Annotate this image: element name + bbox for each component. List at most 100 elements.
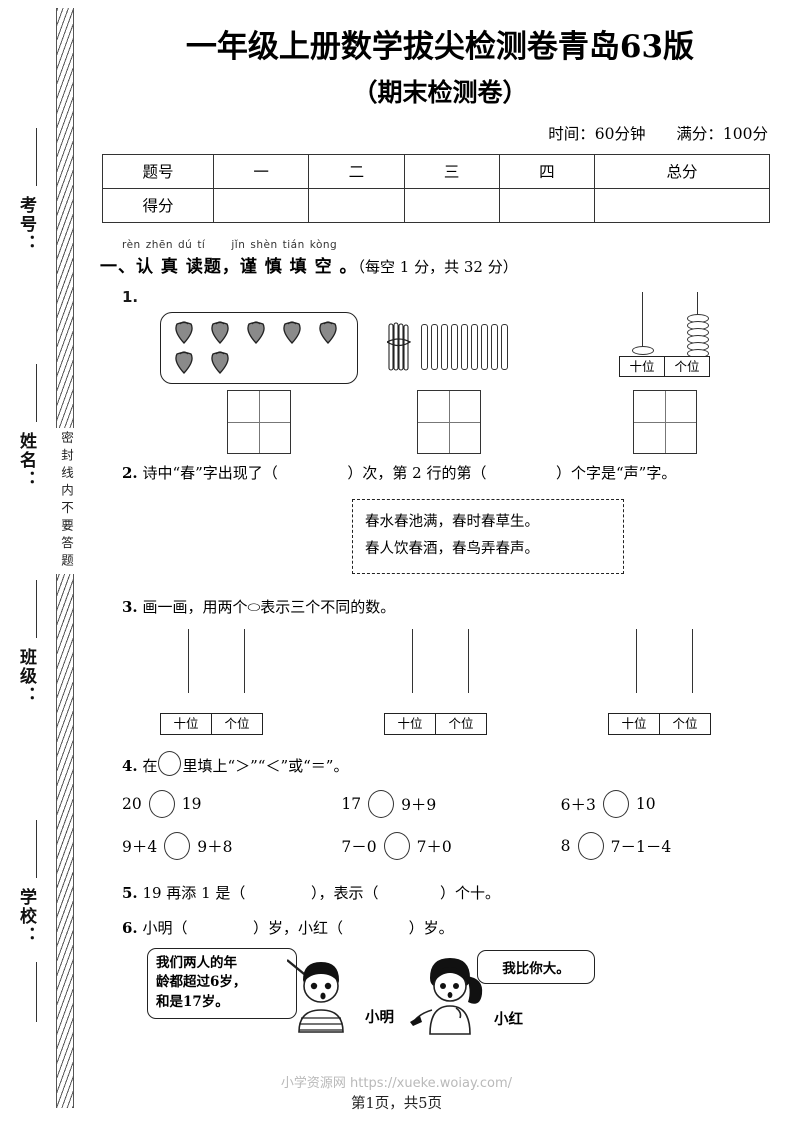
place-label-tens: 十位 bbox=[621, 715, 647, 731]
compare-item: 9＋4 9＋8 bbox=[122, 831, 341, 860]
pinyin-0: rèn bbox=[122, 238, 141, 251]
field-label-school: 学校： bbox=[16, 888, 36, 945]
watermark-text: 小学资源网 https://xueke.woiay.com/ bbox=[280, 1076, 513, 1091]
question-6-illustration: 我们两人的年 龄都超过6岁， 和是17岁。 小明 bbox=[122, 946, 780, 1046]
compare-circle-sample[interactable] bbox=[158, 750, 182, 776]
field-label-name: 姓名： bbox=[16, 432, 36, 489]
table-row-header: 题号 一 二 三 四 总分 bbox=[102, 153, 770, 189]
question-3-figures: 十位 个位 十位 个位 十位 个位 bbox=[122, 628, 780, 739]
poem-line-1: 春水春池满，春时春草生。 bbox=[365, 513, 539, 530]
compare-left: 6＋3 bbox=[560, 795, 596, 814]
compare-item: 6＋3 10 bbox=[560, 789, 780, 818]
label-girl-name: 小红 bbox=[494, 1010, 523, 1028]
score-table: 题号 一 二 三 四 总分 得分 bbox=[102, 153, 770, 223]
col-header-2: 二 bbox=[308, 153, 405, 189]
compare-right: 9＋8 bbox=[197, 837, 233, 856]
compare-circle[interactable] bbox=[577, 831, 604, 860]
row-label-score: 得分 bbox=[102, 187, 214, 223]
pinyin-7: tián bbox=[282, 238, 305, 251]
question-2-text-a: 诗中“春”字出现了（ bbox=[142, 463, 278, 482]
exam-content: 一年级上册数学拔尖检测卷青岛63版 （期末检测卷） 时间：60分钟 满分：100… bbox=[100, 0, 780, 1046]
strawberry-icon bbox=[171, 351, 197, 375]
strawberry-icon bbox=[243, 321, 269, 345]
compare-row: 20 19 17 9＋9 6＋3 10 bbox=[122, 789, 780, 818]
question-2-number: 2. bbox=[122, 463, 138, 482]
score-cell-2[interactable] bbox=[308, 187, 405, 223]
field-label-exam-number: 考号： bbox=[16, 196, 36, 253]
strawberry-icon bbox=[315, 321, 341, 345]
stick-icon bbox=[461, 323, 468, 370]
score-cell-total[interactable] bbox=[594, 187, 770, 223]
answer-grid-sticks[interactable] bbox=[417, 389, 481, 454]
bubble-boy-line-1: 我们两人的年 bbox=[156, 954, 237, 971]
abacus-rod-tens bbox=[188, 628, 189, 693]
compare-circle[interactable] bbox=[383, 831, 410, 860]
strawberry-icon bbox=[279, 321, 305, 345]
question-4-text-a: 在 bbox=[142, 756, 158, 775]
page-footer: 第1页，共5页 bbox=[351, 1096, 442, 1112]
place-value-bar: 十位 个位 bbox=[384, 712, 487, 735]
score-cell-1[interactable] bbox=[212, 187, 310, 223]
abacus-rod-tens bbox=[642, 291, 643, 354]
abacus-frame-2[interactable]: 十位 个位 bbox=[384, 628, 496, 735]
pinyin-8: kòng bbox=[309, 238, 338, 251]
seal-sidebar: 密封线内不要答题 考号： 姓名： 班级： 学校： bbox=[0, 0, 92, 1122]
question-6: 6. 小明（ ）岁，小红（ ）岁。 bbox=[122, 917, 780, 938]
stick-icon bbox=[421, 323, 428, 370]
stick-icon bbox=[481, 323, 488, 370]
strawberry-icon bbox=[171, 321, 197, 345]
answer-grid-abacus[interactable] bbox=[633, 389, 697, 454]
question-2-text-b: ）次，第 2 行的第（ bbox=[347, 463, 487, 482]
question-1-figures: 十位 个位 bbox=[122, 291, 780, 454]
seal-line-text: 密封线内不要答题 bbox=[50, 428, 76, 574]
question-5-text-b: ），表示（ bbox=[310, 883, 379, 902]
field-rule-3 bbox=[36, 580, 37, 638]
compare-right: 10 bbox=[635, 794, 656, 813]
question-2: 2. 诗中“春”字出现了（ ）次，第 2 行的第（ ）个字是“声”字。 bbox=[122, 462, 780, 483]
score-cell-4[interactable] bbox=[498, 187, 596, 223]
abacus-frame-3[interactable]: 十位 个位 bbox=[608, 628, 720, 735]
stick-bundle-icon bbox=[385, 322, 412, 371]
compare-row: 9＋4 9＋8 7－0 7＋0 8 7－1－4 bbox=[122, 831, 780, 860]
bubble-boy-line-2: 龄都超过6岁， bbox=[156, 974, 247, 991]
question-4-rows: 20 19 17 9＋9 6＋3 10 9＋4 bbox=[122, 789, 780, 860]
pinyin-6: shèn bbox=[250, 238, 278, 251]
bubble-boy-line-3: 和是17岁。 bbox=[156, 993, 229, 1010]
stick-icon bbox=[501, 323, 508, 370]
compare-circle[interactable] bbox=[164, 831, 191, 860]
compare-circle[interactable] bbox=[602, 789, 629, 818]
score-cell-3[interactable] bbox=[403, 187, 500, 223]
question-3-number: 3. bbox=[122, 597, 138, 616]
question-2-text-c: ）个字是“声”字。 bbox=[556, 463, 677, 482]
compare-circle[interactable] bbox=[368, 789, 395, 818]
stick-icon bbox=[451, 323, 458, 370]
abacus-frame-1[interactable]: 十位 个位 bbox=[160, 628, 272, 735]
question-4-number: 4. bbox=[122, 756, 138, 775]
compare-right: 7＋0 bbox=[416, 837, 452, 856]
strawberry-box bbox=[160, 311, 358, 384]
answer-grid-strawberries[interactable] bbox=[227, 389, 291, 454]
question-4-text-b: 里填上“＞”“＜”或“＝”。 bbox=[182, 756, 349, 775]
question-5-text-a: 19 再添 1 是（ bbox=[142, 883, 246, 902]
compare-left: 9＋4 bbox=[122, 837, 158, 856]
poem-box: 春水春池满，春时春草生。 春人饮春酒，春鸟弄春声。 bbox=[352, 498, 624, 574]
abacus-rod-tens bbox=[412, 628, 413, 693]
question-4: 4. 在 里填上“＞”“＜”或“＝”。 bbox=[122, 750, 780, 776]
pinyin-5: jǐn bbox=[231, 238, 246, 251]
compare-right: 7－1－4 bbox=[610, 837, 672, 856]
abacus-bead bbox=[632, 345, 654, 355]
question-6-number: 6. bbox=[122, 918, 138, 937]
abacus-rod-ones bbox=[244, 628, 245, 693]
question-1-number-row: 1. bbox=[122, 287, 780, 306]
question-3: 3. 画一画，用两个⬭表示三个不同的数。 bbox=[122, 596, 780, 617]
place-label-tens: 十位 bbox=[173, 715, 199, 731]
compare-left: 8 bbox=[560, 836, 571, 855]
place-label-ones: 个位 bbox=[664, 356, 709, 376]
compare-circle[interactable] bbox=[148, 789, 175, 818]
field-rule-4 bbox=[36, 820, 37, 878]
compare-item: 8 7－1－4 bbox=[560, 831, 780, 860]
row-label-question-number: 题号 bbox=[102, 153, 214, 189]
speech-bubble-boy: 我们两人的年 龄都超过6岁， 和是17岁。 bbox=[147, 947, 297, 1019]
stick-icon bbox=[471, 323, 478, 370]
